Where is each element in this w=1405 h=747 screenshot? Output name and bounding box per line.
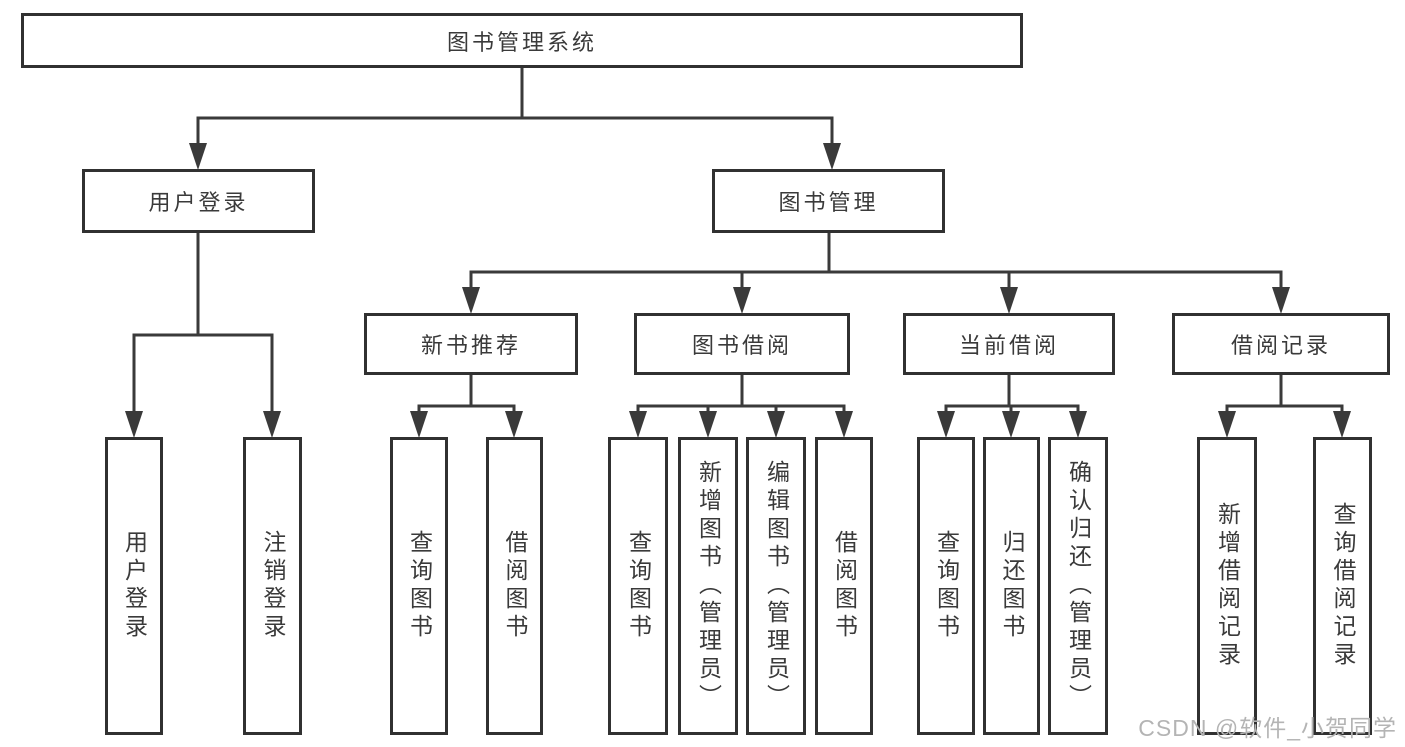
node-leaf-query-books-recommend: 查询图书 xyxy=(390,437,448,735)
node-leaf-user-login: 用户登录 xyxy=(105,437,163,735)
node-leaf-edit-books-admin: 编辑图书（管理员） xyxy=(746,437,806,735)
node-leaf-return-books: 归还图书 xyxy=(983,437,1040,735)
node-leaf-borrow-books-borrowing: 借阅图书 xyxy=(815,437,873,735)
node-leaf-query-books-current: 查询图书 xyxy=(917,437,975,735)
node-new-book-recommend: 新书推荐 xyxy=(364,313,578,375)
node-leaf-add-borrow-record: 新增借阅记录 xyxy=(1197,437,1257,735)
node-leaf-borrow-books-recommend: 借阅图书 xyxy=(486,437,543,735)
node-root: 图书管理系统 xyxy=(21,13,1023,68)
node-leaf-add-books-admin: 新增图书（管理员） xyxy=(678,437,738,735)
csdn-watermark: CSDN @软件_小贺同学 xyxy=(1138,715,1397,741)
node-borrowing-records: 借阅记录 xyxy=(1172,313,1390,375)
node-leaf-confirm-return-admin: 确认归还（管理员） xyxy=(1048,437,1108,735)
node-current-borrowing: 当前借阅 xyxy=(903,313,1115,375)
node-book-borrowing: 图书借阅 xyxy=(634,313,850,375)
node-user-login: 用户登录 xyxy=(82,169,315,233)
node-leaf-query-books-borrowing: 查询图书 xyxy=(608,437,668,735)
node-leaf-logout: 注销登录 xyxy=(243,437,302,735)
node-book-management: 图书管理 xyxy=(712,169,945,233)
node-leaf-query-borrow-record: 查询借阅记录 xyxy=(1313,437,1372,735)
